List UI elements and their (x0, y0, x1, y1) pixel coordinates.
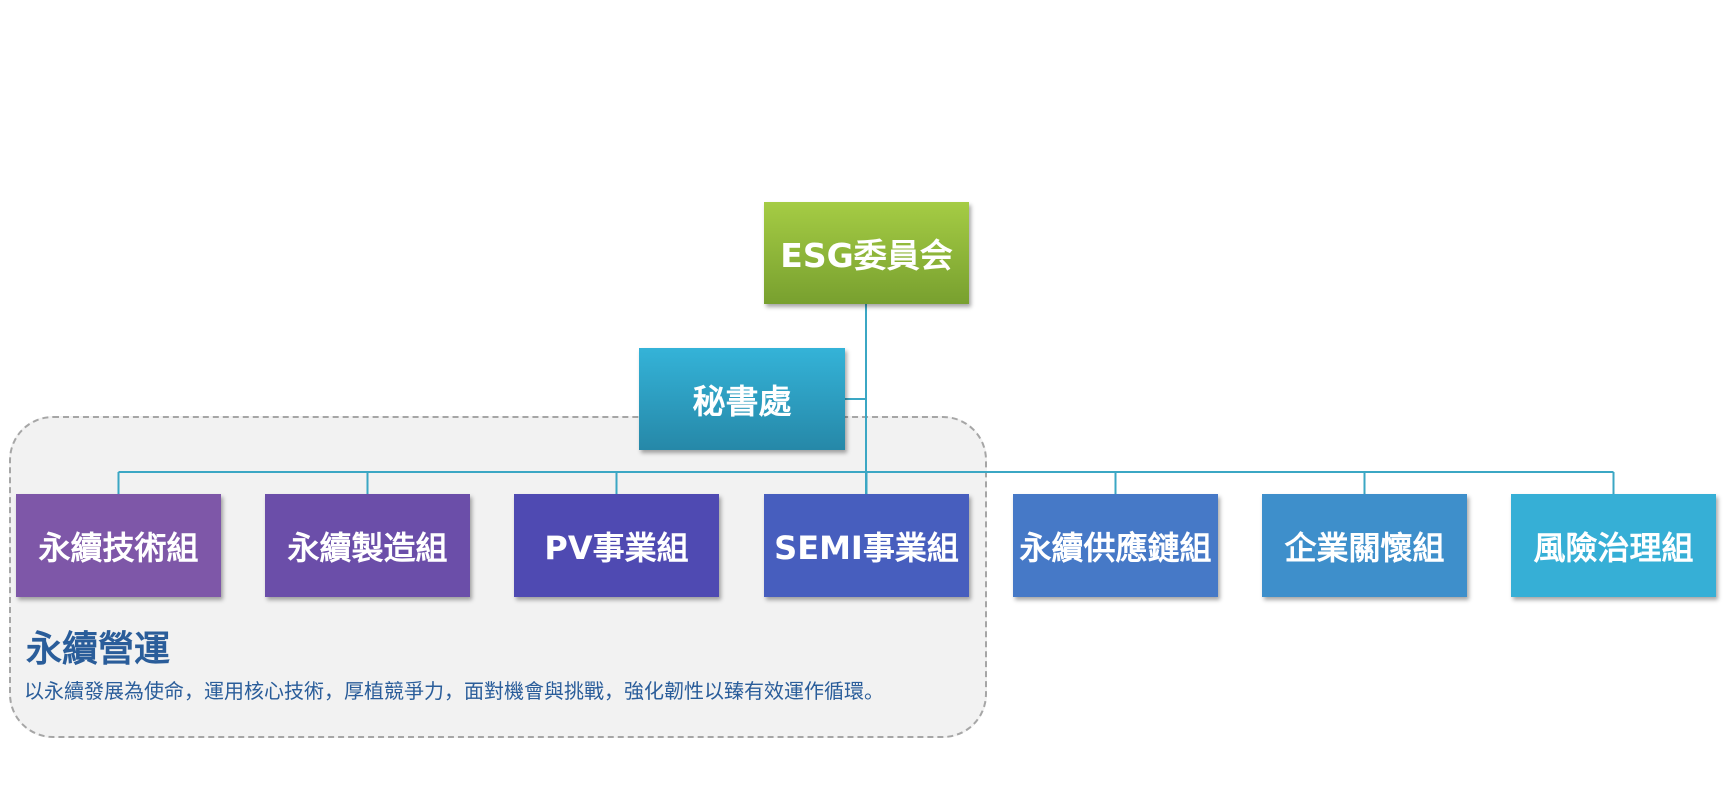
unit-box: SEMI事業組 (764, 494, 969, 597)
group-description: 以永續發展為使命，運用核心技術，厚植競爭力，面對機會與挑戰，強化韌性以臻有效運作… (24, 679, 884, 703)
unit-box: 企業關懷組 (1262, 494, 1467, 597)
esg-committee-box: ESG委員会 (764, 202, 969, 304)
group-title: 永續營運 (26, 629, 171, 670)
unit-box: 永續供應鏈組 (1013, 494, 1218, 597)
unit-box: 永續製造組 (265, 494, 470, 597)
unit-box: 永續技術組 (16, 494, 221, 597)
secretariat-box: 秘書處 (639, 348, 845, 450)
unit-box: PV事業組 (514, 494, 719, 597)
unit-box: 風險治理組 (1511, 494, 1716, 597)
